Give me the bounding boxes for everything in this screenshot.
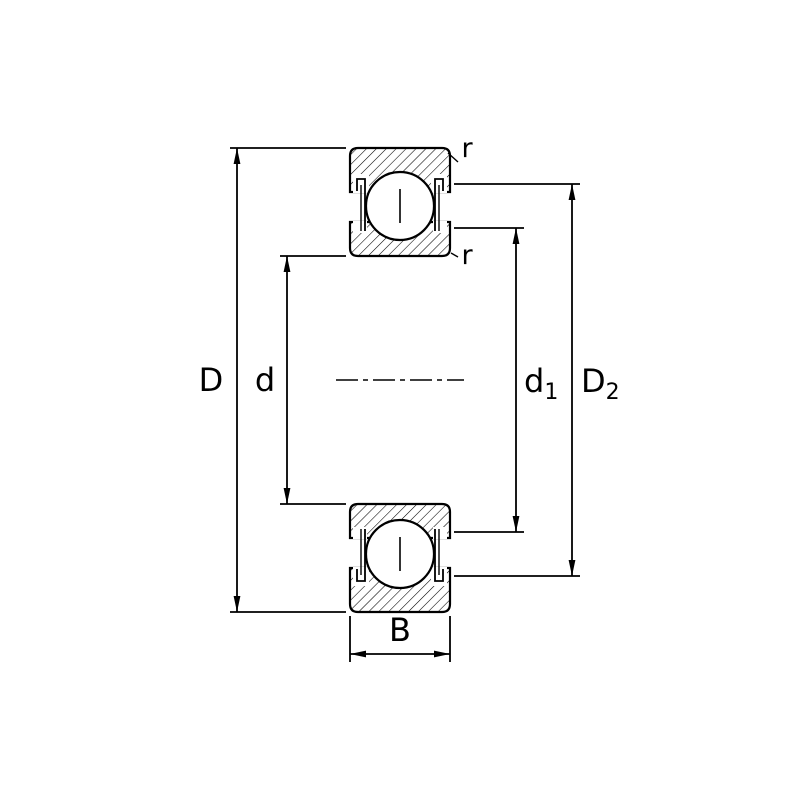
bearing-lower-section xyxy=(348,502,452,614)
dimension-d: d xyxy=(255,255,346,505)
shield-left xyxy=(356,178,366,231)
bearing-upper-section xyxy=(348,146,452,258)
dimension-D: D xyxy=(199,147,346,613)
shield-left xyxy=(356,529,366,582)
shield-right xyxy=(434,529,444,582)
recess-notch-left xyxy=(353,527,367,539)
dimension-D2: D2 xyxy=(454,183,620,577)
label-bore-diameter: d xyxy=(255,361,275,399)
leader-line xyxy=(450,252,459,258)
label-shoulder-diameter: D2 xyxy=(581,362,620,405)
label-fillet-outer: r xyxy=(461,133,473,164)
outer-ring-section xyxy=(348,566,452,614)
shield-right xyxy=(434,178,444,231)
fillet-label-inner: r xyxy=(450,240,473,271)
label-shoulder-diameter-main: D xyxy=(581,362,606,400)
label-recess-diameter-sub: 1 xyxy=(544,380,558,405)
label-fillet-inner: r xyxy=(461,240,473,271)
label-recess-diameter-main: d xyxy=(524,362,544,400)
label-shoulder-diameter-sub: 2 xyxy=(606,380,620,405)
fillet-label-outer: r xyxy=(447,133,473,164)
label-width: B xyxy=(389,611,411,649)
dimension-B: B xyxy=(349,611,451,662)
label-outer-diameter: D xyxy=(199,361,224,399)
recess-notch-left xyxy=(353,221,367,233)
label-recess-diameter: d1 xyxy=(524,362,558,405)
leader-line xyxy=(447,152,459,163)
dimension-d1: d1 xyxy=(454,227,558,533)
recess-notch-right xyxy=(433,221,447,233)
recess-notch-right xyxy=(433,527,447,539)
